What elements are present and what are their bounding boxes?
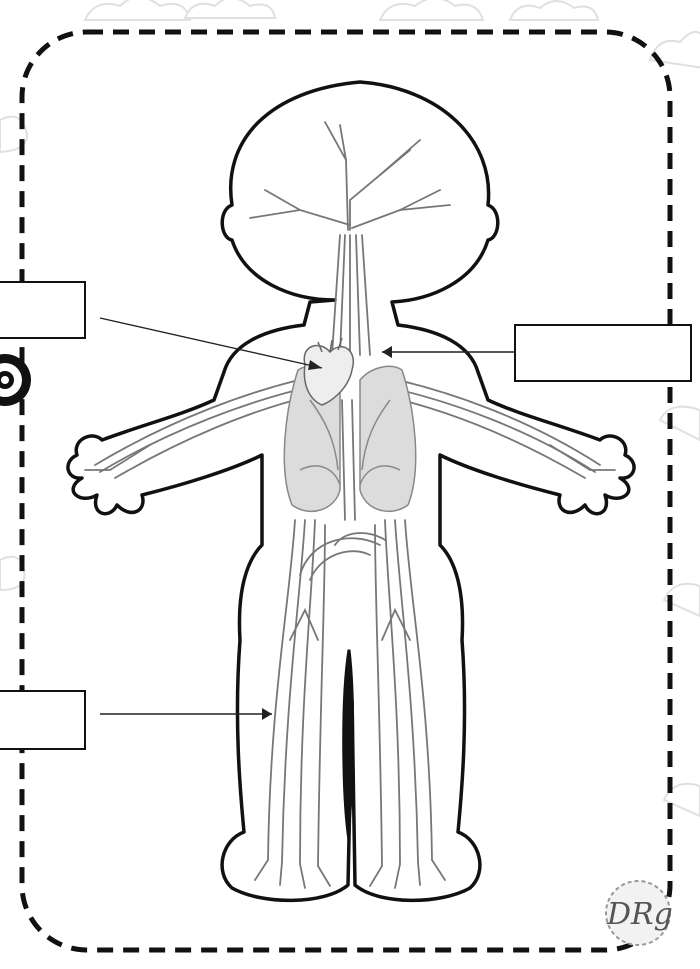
- label-box-vessels-chest[interactable]: [514, 324, 692, 382]
- scissors-icon: [0, 354, 31, 406]
- logo-text: DRg: [606, 897, 673, 932]
- drg-logo: DRg: [606, 881, 673, 945]
- label-box-vessels-leg[interactable]: [0, 690, 86, 750]
- label-box-heart[interactable]: [0, 281, 86, 339]
